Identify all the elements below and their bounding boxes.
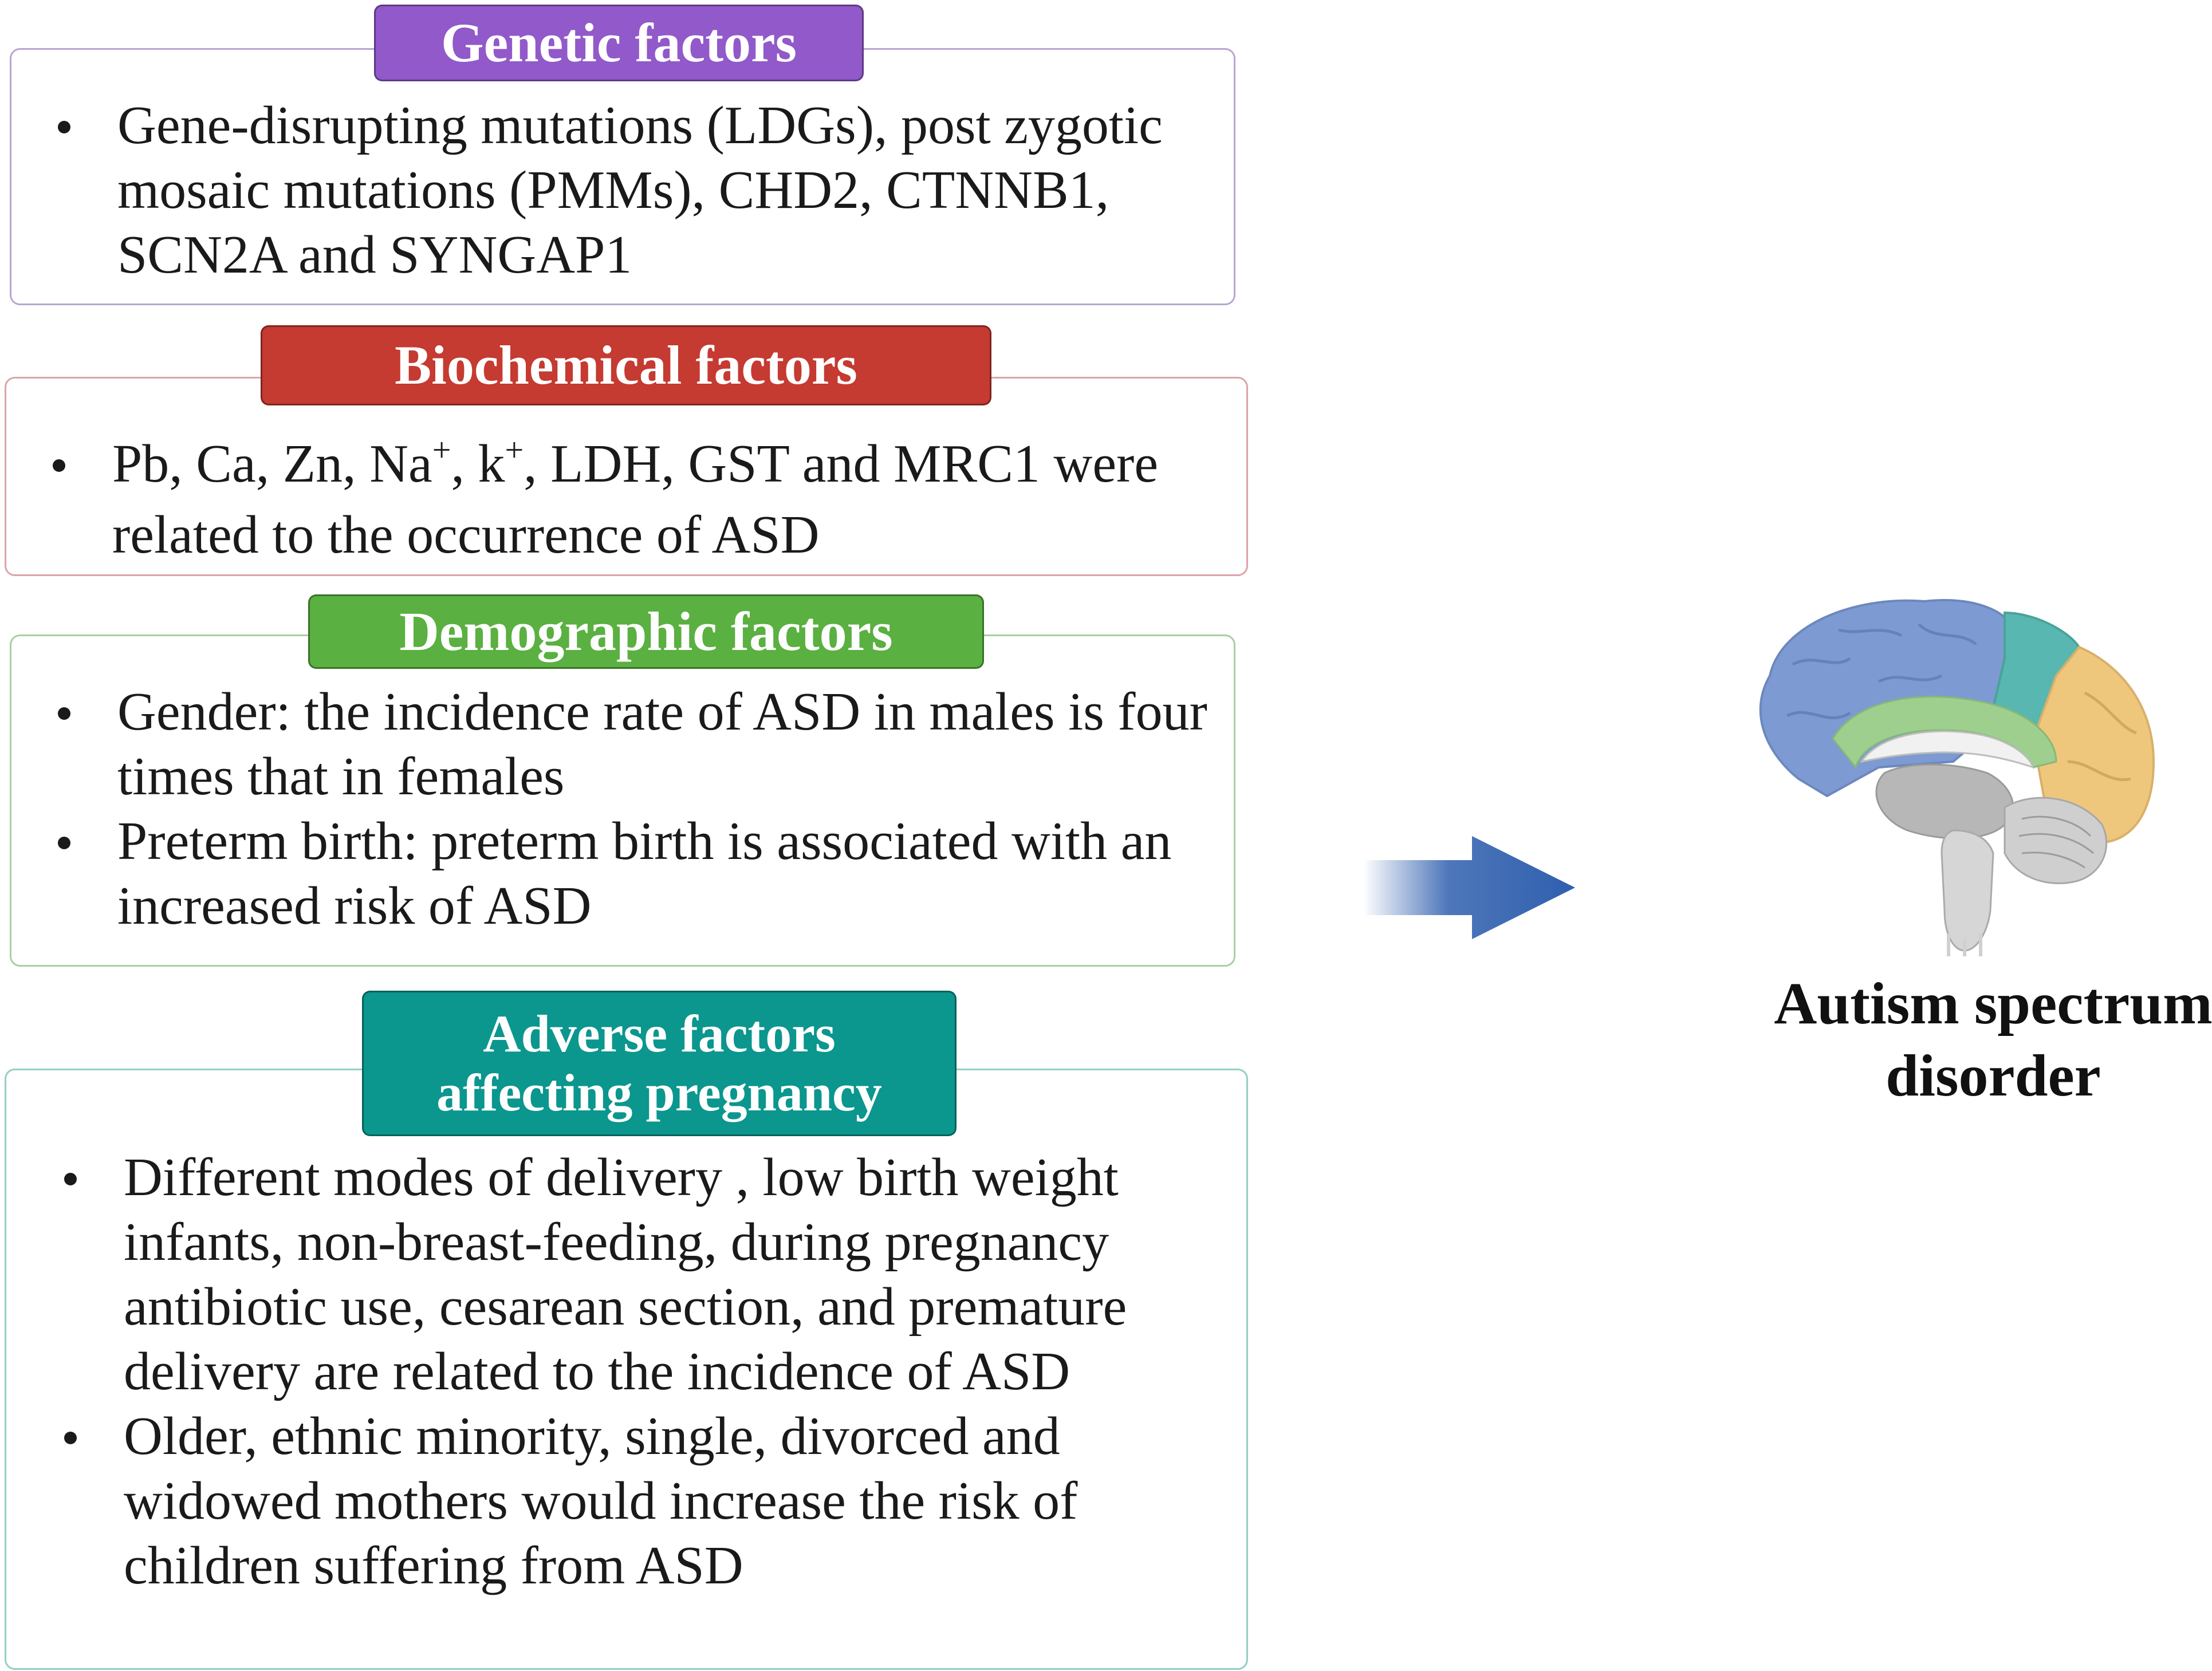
- list-item: Gene-disrupting mutations (LDGs), post z…: [10, 93, 1224, 287]
- outcome-line1: Autism spectrum: [1774, 971, 2212, 1037]
- genetic-factors-list: Gene-disrupting mutations (LDGs), post z…: [10, 93, 1224, 287]
- list-item: Gender: the incidence rate of ASD in mal…: [10, 680, 1224, 809]
- outcome-line2: disorder: [1886, 1043, 2101, 1109]
- list-item: Pb, Ca, Zn, Na+, k+, LDH, GST and MRC1 w…: [5, 431, 1242, 567]
- biochemical-factors-list: Pb, Ca, Zn, Na+, k+, LDH, GST and MRC1 w…: [5, 431, 1242, 567]
- demographic-factors-list: Gender: the incidence rate of ASD in mal…: [10, 680, 1224, 939]
- adverse-factors-title: Adverse factors affecting pregnancy: [362, 991, 957, 1136]
- outcome-label: Autism spectrum disorder: [1747, 968, 2212, 1112]
- demographic-factors-box: [10, 634, 1235, 967]
- list-item: Older, ethnic minority, single, divorced…: [16, 1404, 1236, 1598]
- biochemical-factors-box: [5, 377, 1248, 576]
- right-arrow-icon: [1363, 836, 1575, 939]
- genetic-factors-box: [10, 48, 1235, 305]
- list-item: Preterm birth: preterm birth is associat…: [10, 809, 1224, 939]
- demographic-factors-title: Demographic factors: [308, 594, 984, 669]
- adverse-title-line1: Adverse factors: [483, 1004, 836, 1063]
- biochemical-factors-title: Biochemical factors: [261, 325, 991, 405]
- biochemical-text-b: , k: [451, 434, 505, 494]
- superscript-plus: +: [505, 431, 524, 468]
- adverse-factors-list: Different modes of delivery , low birth …: [16, 1145, 1236, 1598]
- list-item: Different modes of delivery , low birth …: [16, 1145, 1236, 1404]
- genetic-factors-title: Genetic factors: [374, 5, 864, 81]
- biochemical-text-c: , LDH, GST and MRC1 were related to the …: [112, 434, 1159, 565]
- adverse-title-line2: affecting pregnancy: [436, 1063, 882, 1122]
- brain-icon: [1759, 599, 2155, 956]
- biochemical-text-a: Pb, Ca, Zn, Na: [112, 434, 432, 494]
- superscript-plus: +: [432, 431, 451, 468]
- adverse-factors-box: [5, 1069, 1248, 1670]
